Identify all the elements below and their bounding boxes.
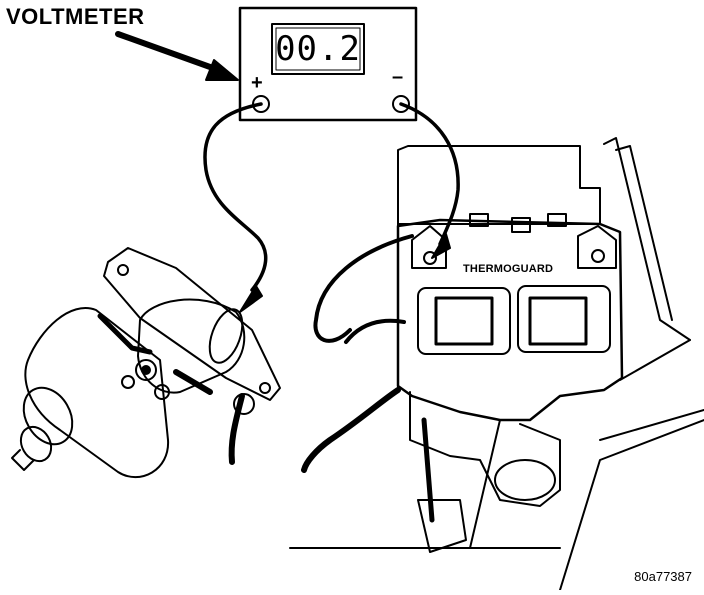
- positive-terminal-label: +: [251, 72, 263, 94]
- starter-motor: [11, 247, 281, 478]
- vehicle-body: [289, 137, 704, 591]
- figure-id: 80a77387: [634, 569, 692, 584]
- thermoguard-label: THERMOGUARD: [463, 263, 554, 275]
- voltmeter-body: [238, 6, 418, 122]
- meter-reading: 00.2: [275, 29, 361, 69]
- battery-assembly: [301, 145, 624, 553]
- callout-arrow: [115, 31, 239, 81]
- lead-arrow-positive: [239, 285, 263, 313]
- negative-terminal-label: –: [392, 66, 404, 88]
- test-leads: [203, 102, 460, 292]
- voltmeter-label: VOLTMETER: [6, 4, 145, 29]
